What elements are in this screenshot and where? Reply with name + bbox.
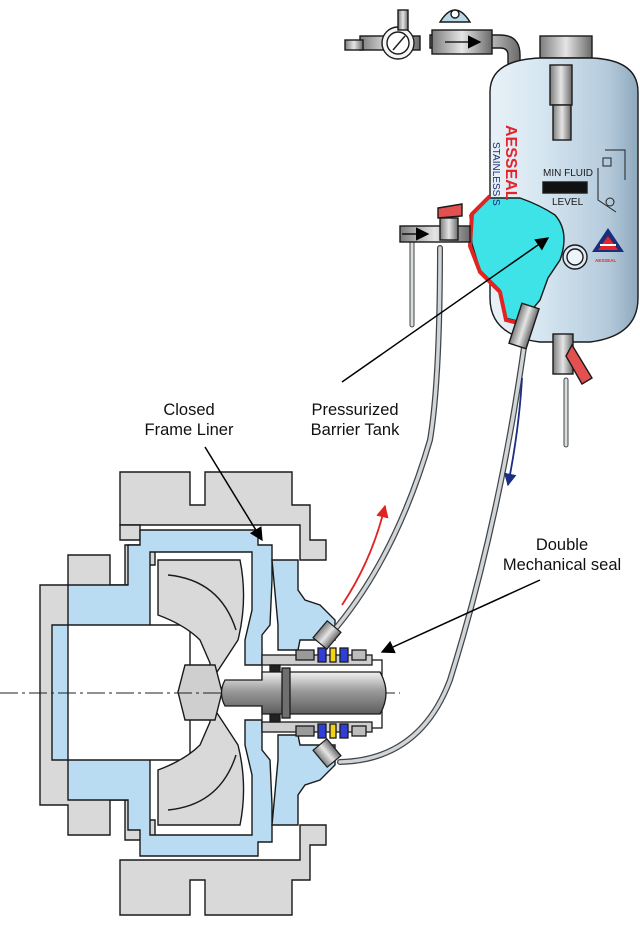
logo-text: AESSEAL [595, 258, 617, 263]
tank-lettering: AESSEAL STAINLESS S MIN FLUID LEVEL AESS… [490, 125, 617, 263]
level-gauge-icon [597, 149, 626, 213]
level-label: LEVEL [552, 197, 584, 208]
label-closed-frame-liner: Closed Frame Liner [124, 400, 254, 440]
tank-side-text: STAINLESS S [490, 142, 501, 206]
label-pressurized-barrier-tank-line1: Pressurized [311, 401, 399, 419]
tank-brand: AESSEAL [502, 125, 519, 201]
label-closed-frame-liner-line2: Frame Liner [144, 421, 234, 439]
leader-barrier-tank [341, 237, 550, 383]
barrier-tank [344, 9, 639, 385]
label-pressurized-barrier-tank-line2: Barrier Tank [310, 421, 400, 439]
min-fluid-label: MIN FLUID [543, 168, 593, 179]
leader-mechanical-seal [380, 579, 541, 654]
barrier-pipes [327, 229, 569, 765]
seal-fittings [312, 619, 342, 769]
flow-return-arrow [504, 377, 523, 487]
label-double-mechanical-seal-line2: Mechanical seal [502, 556, 622, 574]
level-marker [542, 181, 588, 194]
label-pressurized-barrier-tank: Pressurized Barrier Tank [290, 400, 420, 440]
leader-frame-liner [204, 446, 263, 542]
label-double-mechanical-seal-line1: Double [535, 536, 589, 554]
flow-out-arrow [341, 504, 389, 606]
shaft [220, 667, 387, 719]
impeller [157, 559, 245, 826]
aesseal-logo-mark [592, 228, 624, 252]
label-closed-frame-liner-line1: Closed [163, 401, 215, 419]
label-double-mechanical-seal: Double Mechanical seal [488, 535, 636, 575]
